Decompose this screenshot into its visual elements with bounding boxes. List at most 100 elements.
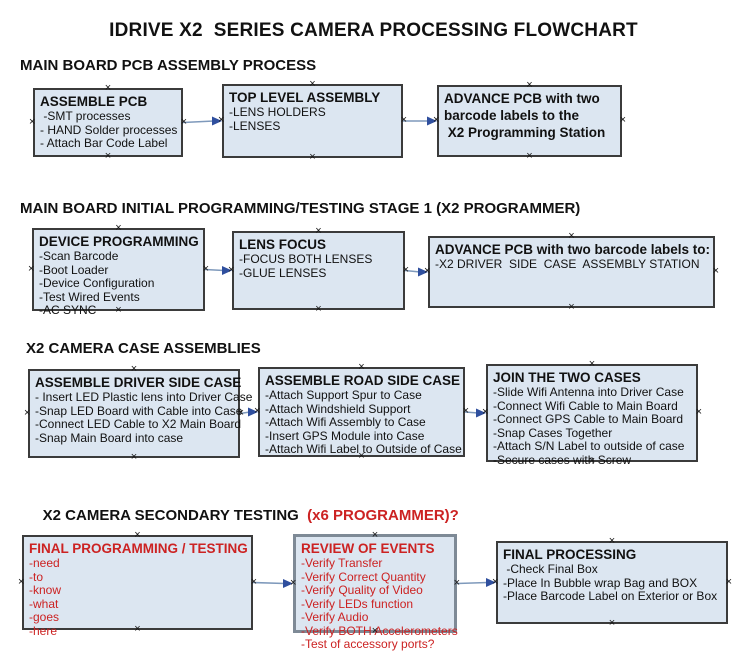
box-assemble-pcb: ASSEMBLE PCB -SMT processes - HAND Solde…	[29, 83, 187, 162]
connector-anchor-icon: ×	[453, 576, 460, 589]
box-join-the-two-cases: JOIN THE TWO CASES -Slide Wifi Antenna i…	[482, 359, 702, 467]
box-item: -Connect LED Cable to X2 Main Board	[35, 417, 242, 431]
box-advance-pcb-programming-station: ADVANCE PCB with two barcode labels to t…	[433, 80, 626, 162]
box-title-line: barcode labels to the	[444, 108, 580, 123]
connector-anchor-icon: ×	[18, 575, 25, 588]
connector-anchor-icon: ×	[315, 303, 322, 315]
section-heading-case-assemblies: X2 CAMERA CASE ASSEMBLIES	[26, 340, 261, 357]
box-title: ASSEMBLE ROAD SIDE CASE	[265, 373, 461, 388]
box-item: -Verify Correct Quantity	[301, 569, 426, 584]
connector-anchor-icon: ×	[180, 115, 187, 128]
section-heading-text: X2 CAMERA SECONDARY TESTING	[42, 507, 303, 524]
box-item: -Check Final Box	[503, 562, 598, 576]
box-title: FINAL PROGRAMMING / TESTING	[29, 541, 248, 556]
box-title-line: ADVANCE PCB with two	[444, 91, 600, 106]
connector-anchor-icon: ×	[28, 262, 35, 275]
box-title: JOIN THE TWO CASES	[493, 370, 641, 385]
connector-anchor-icon: ×	[492, 575, 499, 588]
box-advance-pcb-driver-side-station: ADVANCE PCB with two barcode labels to: …	[424, 231, 719, 313]
connector-anchor-icon: ×	[309, 151, 316, 163]
box-item: -Test Wired Events	[39, 289, 140, 304]
box-review-of-events: REVIEW OF EVENTS -Verify Transfer -Verif…	[290, 530, 460, 651]
connector-anchor-icon: ×	[250, 575, 257, 588]
box-item: -Snap LED Board with Cable into Case	[35, 403, 243, 418]
section-heading-secondary-testing: X2 CAMERA SECONDARY TESTING (x6 PROGRAMM…	[26, 490, 459, 541]
box-item: -Snap Cases Together	[493, 425, 613, 440]
box-item: -Attach Support Spur to Case	[265, 388, 422, 402]
box-item: -Boot Loader	[39, 262, 109, 277]
box-item: -Verify Transfer	[301, 556, 383, 570]
connector-anchor-icon: ×	[608, 617, 616, 629]
box-item: -LENS HOLDERS	[229, 105, 326, 119]
box-title: TOP LEVEL ASSEMBLY	[229, 90, 381, 105]
connector-anchor-icon: ×	[695, 405, 702, 418]
box-item: -Attach Wifi Label to Outside of Case	[265, 442, 462, 456]
connector-anchor-icon: ×	[402, 263, 409, 276]
box-item: -know	[29, 583, 62, 597]
box-title: REVIEW OF EVENTS	[301, 541, 435, 556]
connector-anchor-icon: ×	[462, 404, 469, 417]
box-title: FINAL PROCESSING	[503, 547, 637, 562]
box-final-processing: FINAL PROCESSING -Check Final Box -Place…	[492, 536, 732, 629]
connector-anchor-icon: ×	[433, 113, 440, 126]
box-item: -SMT processes	[40, 109, 131, 123]
connector-anchor-icon: ×	[290, 576, 297, 589]
connector-anchor-icon: ×	[619, 113, 626, 126]
box-item: -Secure cases with Screw	[493, 452, 632, 467]
connector-anchor-icon: ×	[568, 301, 575, 313]
box-item: -Verify Quality of Video	[301, 583, 423, 597]
connector-anchor-icon: ×	[130, 451, 138, 463]
box-item: -Insert GPS Module into Case	[265, 428, 425, 443]
box-item: -Verify Audio	[301, 610, 369, 624]
box-title: ASSEMBLE PCB	[40, 94, 148, 109]
connector-anchor-icon: ×	[725, 575, 732, 588]
box-final-programming-testing: FINAL PROGRAMMING / TESTING -need -to -k…	[18, 530, 257, 638]
connector-anchor-icon: ×	[202, 262, 209, 275]
box-item: - Insert LED Plastic lens into Driver Ca…	[35, 390, 253, 404]
page-title: IDRIVE X2 SERIES CAMERA PROCESSING FLOWC…	[109, 20, 638, 41]
box-item: -Snap Main Board into case	[35, 430, 184, 445]
connector-anchor-icon: ×	[400, 113, 407, 126]
section-heading-red-suffix: (x6 PROGRAMMER)?	[302, 507, 459, 524]
box-device-programming: DEVICE PROGRAMMING -Scan Barcode -Boot L…	[28, 223, 209, 317]
section-heading-pcb-assembly: MAIN BOARD PCB ASSEMBLY PROCESS	[20, 57, 317, 74]
box-item: -Device Configuration	[39, 276, 155, 290]
box-item: -what	[29, 596, 59, 611]
box-item: -Verify BOTH Accelerometers	[301, 623, 458, 638]
box-item: -need	[29, 556, 60, 570]
connector-anchor-icon: ×	[254, 404, 261, 417]
connector-anchor-icon: ×	[104, 150, 112, 162]
box-item: - HAND Solder processes	[40, 122, 178, 137]
box-item: -Verify LEDs function	[301, 596, 414, 611]
box-title: ASSEMBLE DRIVER SIDE CASE	[35, 375, 242, 390]
box-title: ADVANCE PCB with two barcode labels to:	[435, 242, 711, 257]
box-item: -here	[29, 623, 58, 638]
box-item: -Attach Windshield Support	[265, 401, 411, 416]
box-item: - Attach Bar Code Label	[40, 136, 168, 150]
box-item: -X2 DRIVER SIDE CASE ASSEMBLY STATION	[435, 257, 700, 271]
box-item: -Connect GPS Cable to Main Board	[493, 412, 684, 426]
box-assemble-driver-side-case: ASSEMBLE DRIVER SIDE CASE - Insert LED P…	[24, 364, 253, 463]
box-item: -Slide Wifi Antenna into Driver Case	[493, 385, 684, 399]
box-item: -Test of accessory ports?	[301, 637, 435, 651]
box-item: -Connect Wifi Cable to Main Board	[493, 398, 678, 413]
box-title: DEVICE PROGRAMMING	[39, 234, 199, 249]
section-heading-initial-programming: MAIN BOARD INITIAL PROGRAMMING/TESTING S…	[20, 200, 581, 217]
box-item: -goes	[29, 610, 60, 624]
box-title-line: X2 Programming Station	[444, 125, 606, 140]
connector-anchor-icon: ×	[29, 115, 36, 128]
box-item: -FOCUS BOTH LENSES	[239, 252, 373, 266]
box-lens-focus: LENS FOCUS -FOCUS BOTH LENSES -GLUE LENS…	[228, 226, 409, 315]
box-assemble-road-side-case: ASSEMBLE ROAD SIDE CASE -Attach Support …	[254, 362, 469, 462]
box-item: -Place In Bubble wrap Bag and BOX	[503, 575, 698, 590]
connector-anchor-icon: ×	[218, 113, 225, 126]
connector-anchor-icon: ×	[482, 405, 489, 418]
box-item: -Attach S/N Label to outside of case	[493, 439, 685, 453]
box-item: -Scan Barcode	[39, 249, 119, 263]
box-item: -LENSES	[229, 118, 281, 133]
connector-anchor-icon: ×	[424, 264, 431, 277]
connector-anchor-icon: ×	[24, 406, 31, 419]
box-item: -Place Barcode Label on Exterior or Box	[503, 589, 718, 603]
box-item: -AC SYNC	[39, 303, 97, 317]
